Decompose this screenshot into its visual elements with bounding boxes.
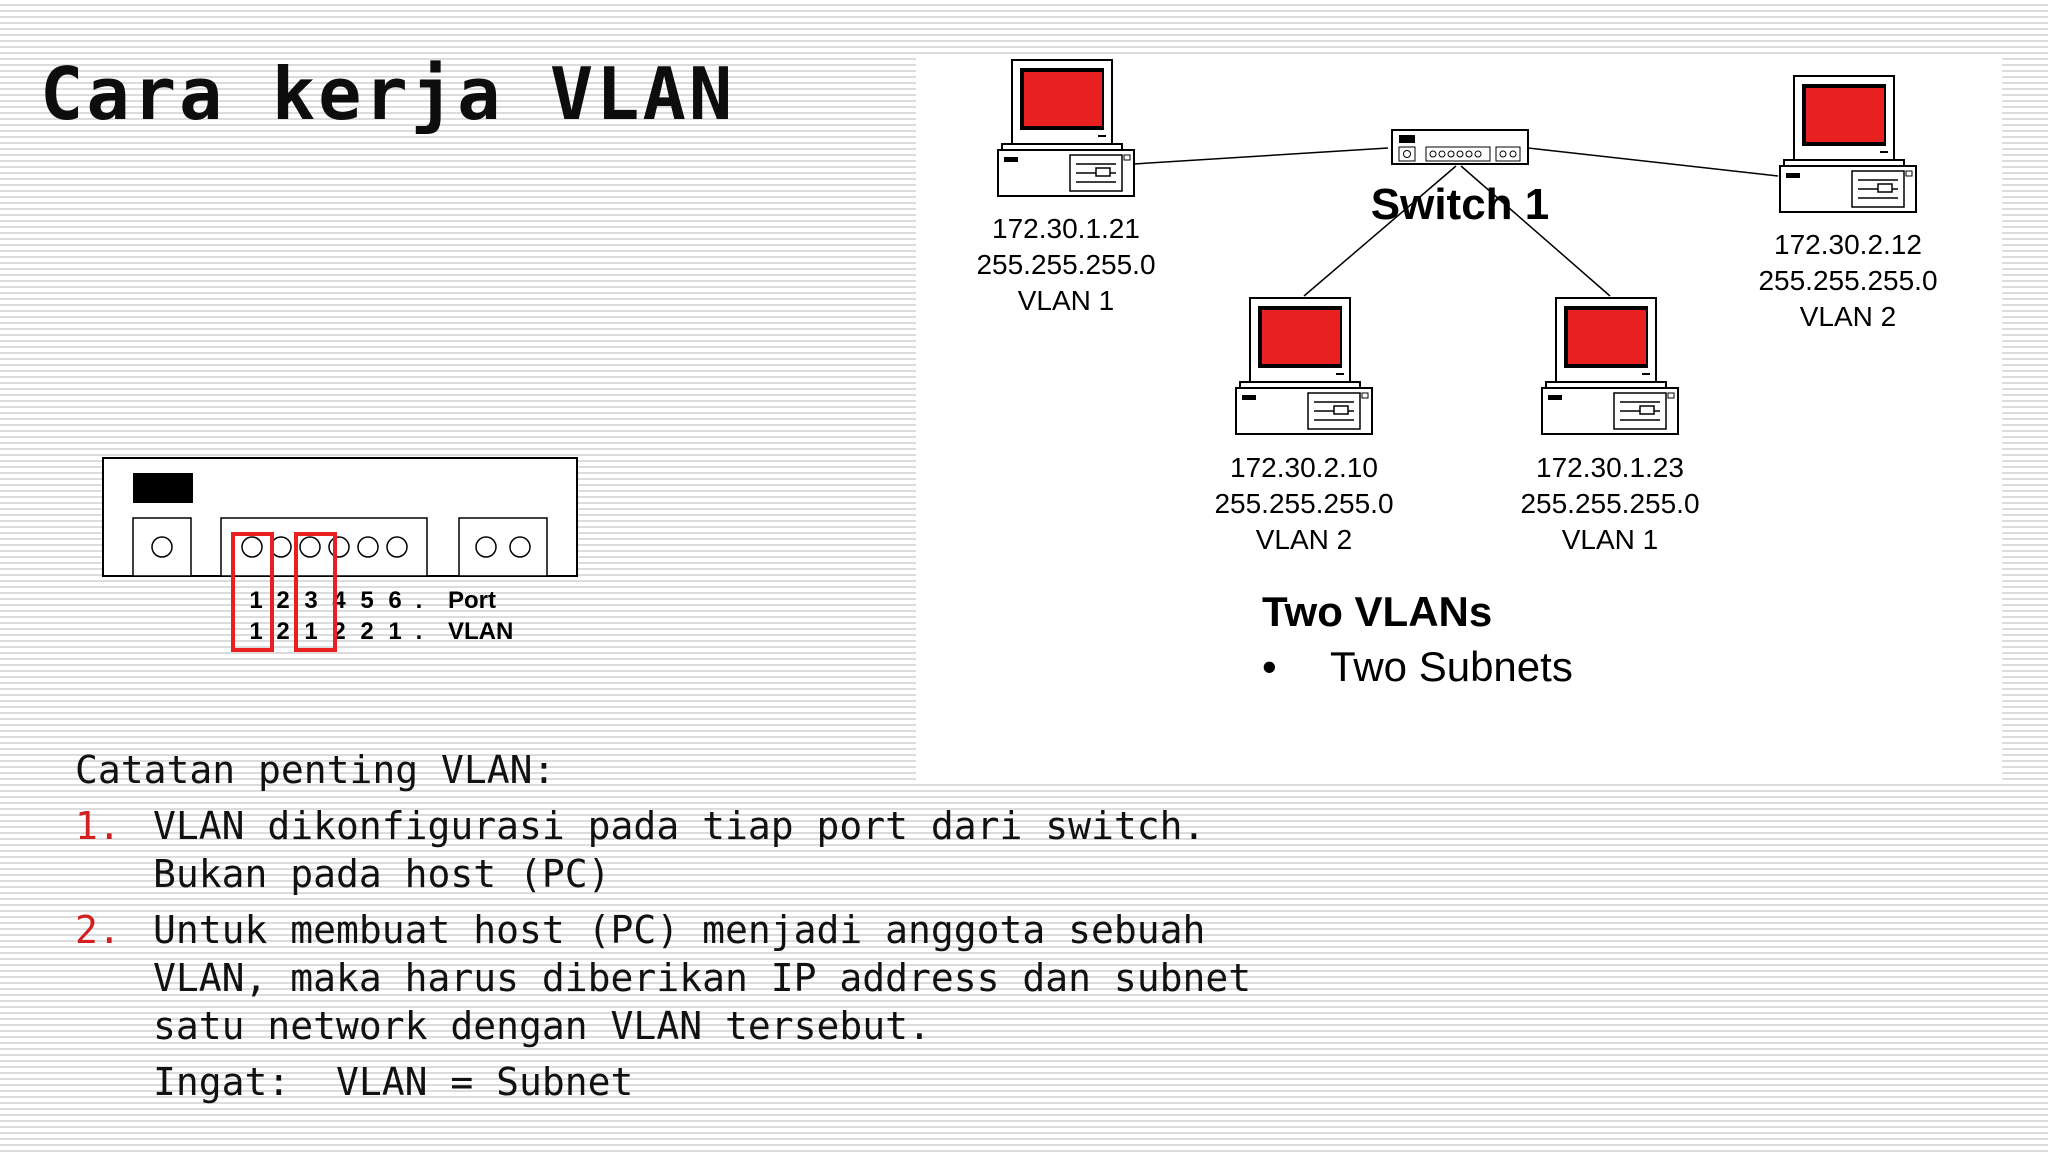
note-number: 1. xyxy=(75,804,121,848)
pc-icon xyxy=(1779,75,1917,213)
port-vlan: 1 xyxy=(249,618,262,645)
notes-section: Catatan penting VLAN: 1. VLAN dikonfigur… xyxy=(75,746,1375,1106)
host-vlan: VLAN 2 xyxy=(1256,524,1353,555)
host-mask: 255.255.255.0 xyxy=(976,249,1155,280)
port-number: 3 xyxy=(304,587,317,614)
switch-label: Switch 1 xyxy=(1371,180,1550,229)
port-vlan: . xyxy=(416,618,423,645)
host-mask: 255.255.255.0 xyxy=(1758,265,1937,296)
note-line: VLAN, maka harus diberikan IP address da… xyxy=(153,956,1252,1000)
host-mask: 255.255.255.0 xyxy=(1520,488,1699,519)
subnets-bullet: Two Subnets xyxy=(1330,643,1573,690)
host-ip: 172.30.2.12 xyxy=(1774,229,1922,260)
host-vlan: VLAN 1 xyxy=(1562,524,1659,555)
host-vlan: VLAN 2 xyxy=(1800,301,1897,332)
note-line: Untuk membuat host (PC) menjadi anggota … xyxy=(153,908,1206,952)
host-ip: 172.30.2.10 xyxy=(1230,452,1378,483)
bullet-icon: • xyxy=(1262,643,1277,690)
port-number: . xyxy=(416,587,423,614)
highlight-port-1 xyxy=(231,532,274,652)
note-line: satu network dengan VLAN tersebut. xyxy=(153,1004,931,1048)
vlan-row-label: VLAN xyxy=(448,618,513,645)
port-vlan: 2 xyxy=(276,618,289,645)
host-ip: 172.30.1.21 xyxy=(992,213,1140,244)
switch-port-diagram: 1 2 3 4 5 6 . 1 2 1 2 2 1 . Port VLAN xyxy=(102,457,578,652)
switch-led xyxy=(133,473,193,503)
pc-icon xyxy=(1541,297,1679,435)
notes-heading: Catatan penting VLAN: xyxy=(75,748,556,792)
network-diagram: Switch 1 172.30.1.21 255.255.255.0 VLAN … xyxy=(916,56,2002,784)
pc-icon xyxy=(997,59,1135,197)
port-vlan: 2 xyxy=(360,618,373,645)
reminder-text: Ingat: VLAN = Subnet xyxy=(153,1060,634,1104)
note-item: 2. Untuk membuat host (PC) menjadi anggo… xyxy=(75,906,1375,1050)
note-number: 2. xyxy=(75,908,121,952)
note-line: VLAN dikonfigurasi pada tiap port dari s… xyxy=(153,804,1206,848)
port-number: 5 xyxy=(360,587,373,614)
slide-title: Cara kerja VLAN xyxy=(40,52,736,136)
note-item: 1. VLAN dikonfigurasi pada tiap port dar… xyxy=(75,802,1375,898)
host-vlan: VLAN 1 xyxy=(1018,285,1115,316)
pc-icon xyxy=(1235,297,1373,435)
switch-icon xyxy=(1391,129,1529,165)
port-vlan: 1 xyxy=(388,618,401,645)
port-number: 1 xyxy=(249,587,262,614)
port-number: 6 xyxy=(388,587,401,614)
highlight-port-3 xyxy=(294,532,337,652)
port-vlan: 1 xyxy=(304,618,317,645)
host-ip: 172.30.1.23 xyxy=(1536,452,1684,483)
vlans-heading: Two VLANs xyxy=(1262,588,1492,635)
host-mask: 255.255.255.0 xyxy=(1214,488,1393,519)
port-number: 2 xyxy=(276,587,289,614)
note-line: Bukan pada host (PC) xyxy=(153,852,611,896)
port-row-label: Port xyxy=(448,587,496,614)
